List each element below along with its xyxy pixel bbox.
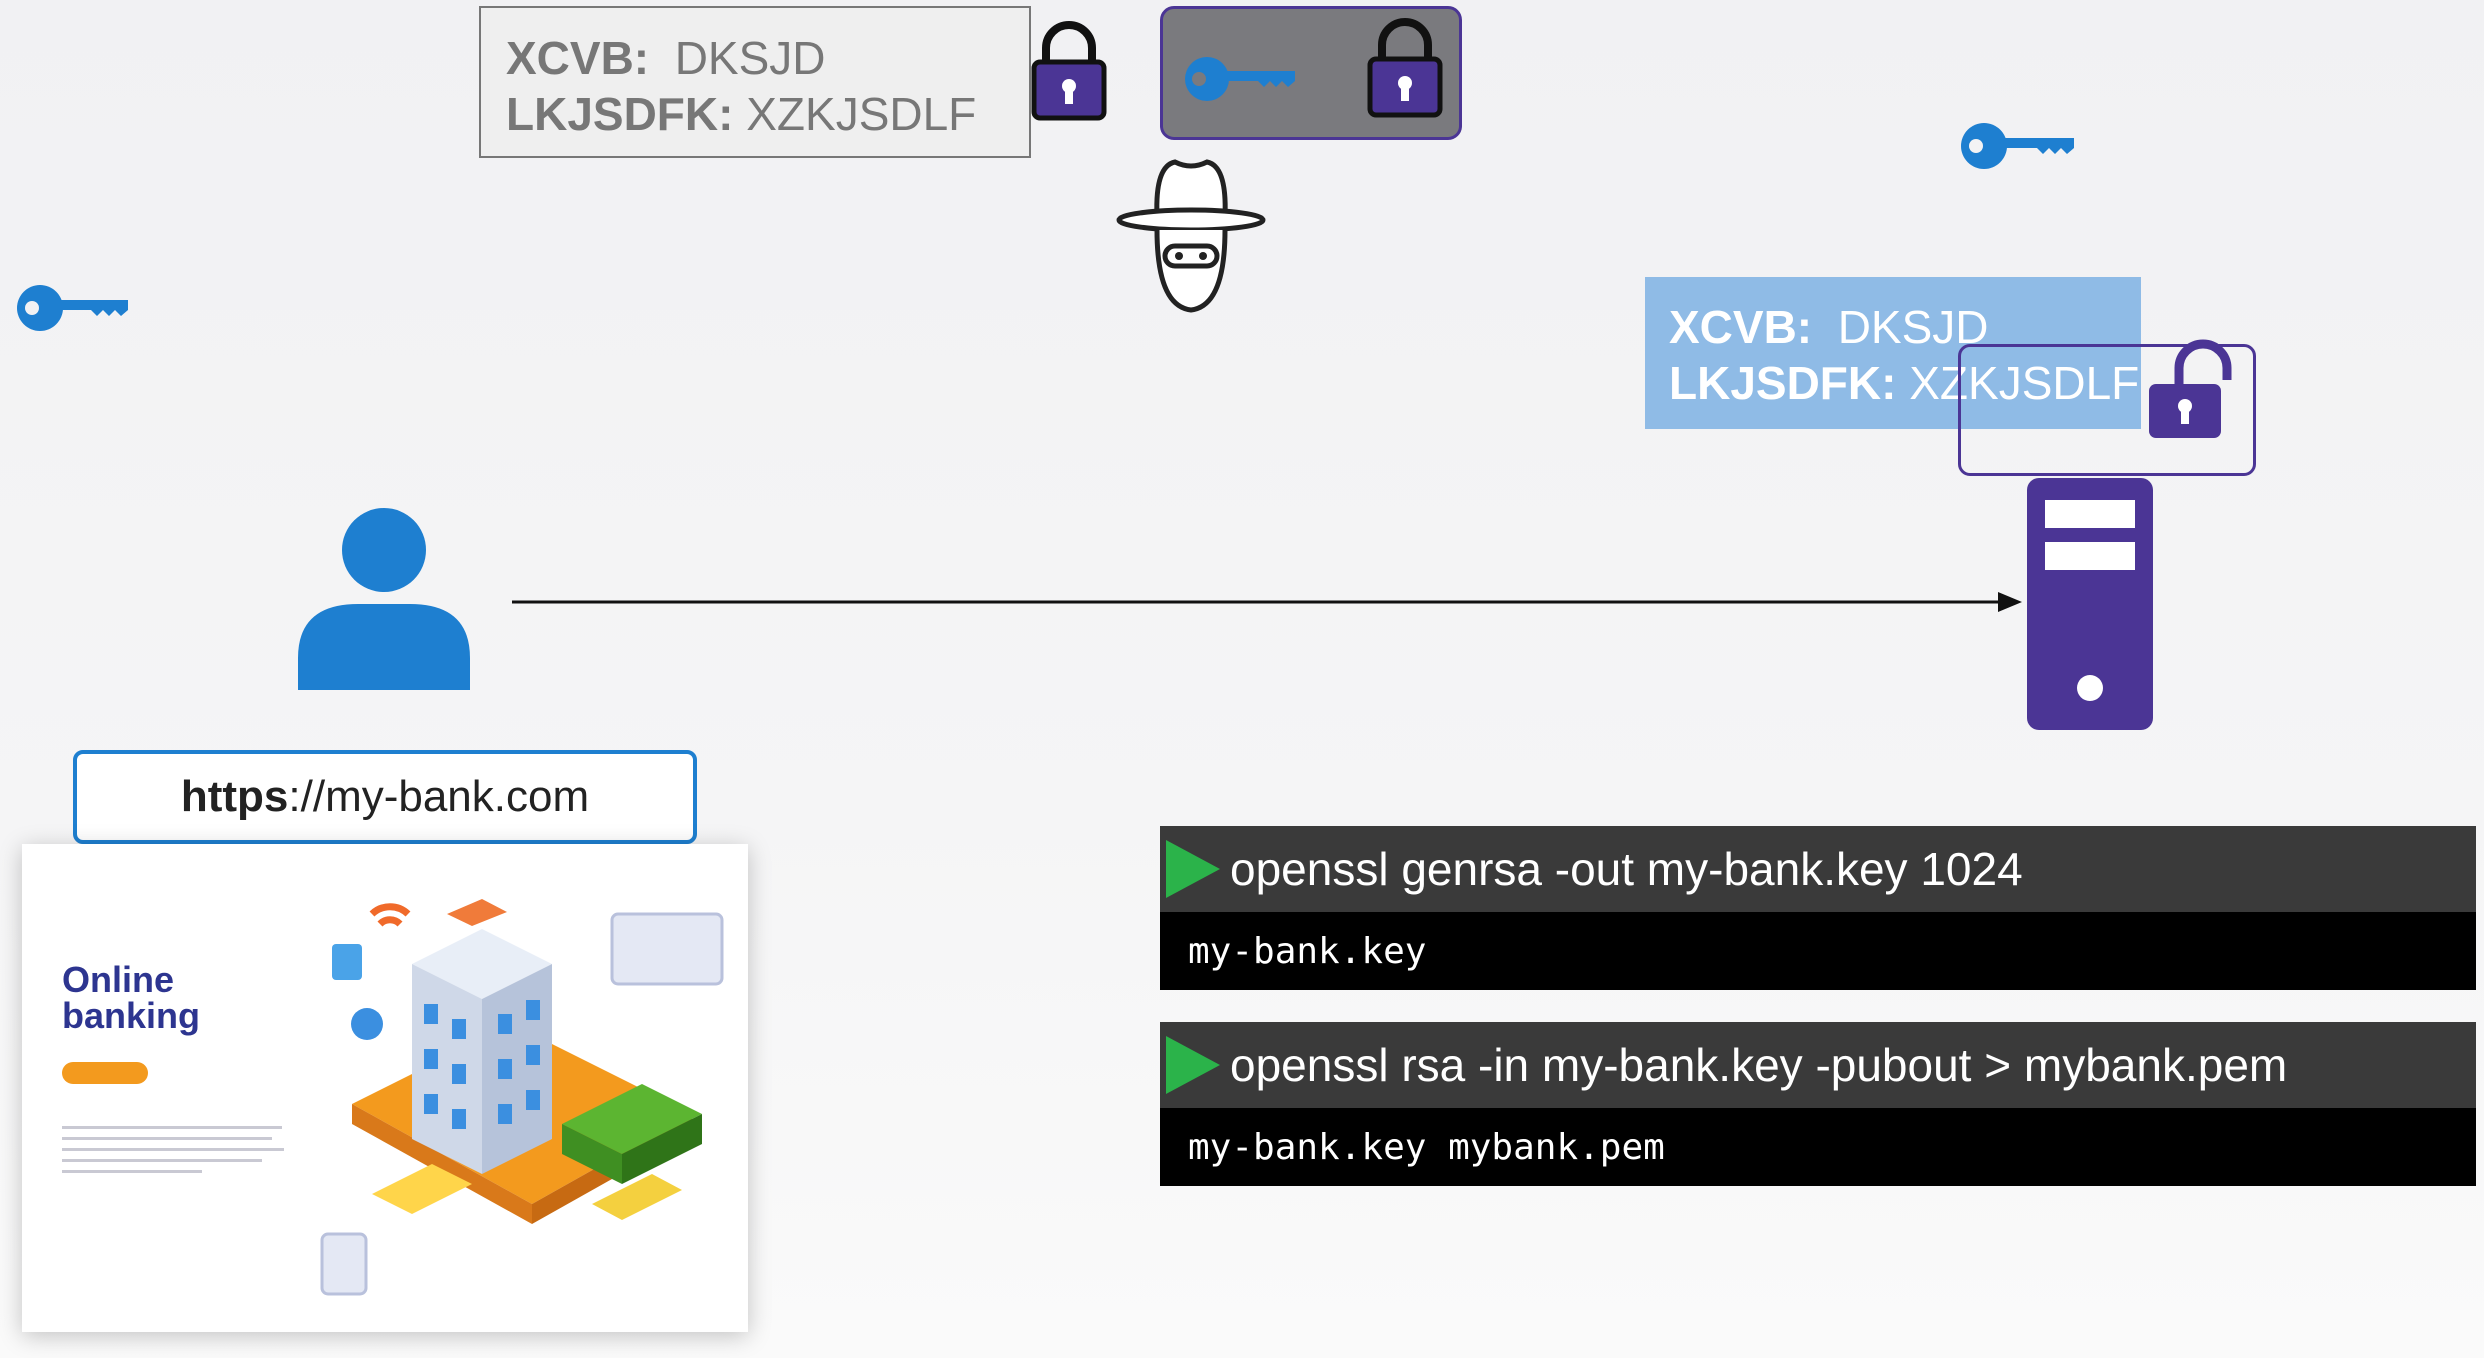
banking-illustration <box>312 874 732 1314</box>
padlock-icon <box>1366 15 1444 119</box>
terminal-command: openssl rsa -in my-bank.key -pubout > my… <box>1230 1038 2287 1092</box>
url-host: ://my-bank.com <box>288 772 589 822</box>
terminal-output: my-bank.key <box>1160 912 2476 990</box>
request-arrow <box>512 590 2022 614</box>
site-cta-button[interactable] <box>62 1062 148 1084</box>
key-icon <box>16 280 131 336</box>
website-preview: Online banking <box>22 844 748 1332</box>
encrypted-key-bundle <box>1160 6 1462 140</box>
padlock-icon <box>1030 18 1108 122</box>
terminal-command: openssl genrsa -out my-bank.key 1024 <box>1230 842 2023 896</box>
message-line-1: XCVB: DKSJD <box>506 30 1029 86</box>
message-line-2: LKJSDFK: XZKJSDLF <box>506 86 1029 142</box>
site-body-text <box>62 1126 287 1173</box>
play-icon <box>1166 1036 1220 1094</box>
url-scheme: https <box>181 772 289 822</box>
open-padlock-icon <box>2143 340 2255 444</box>
terminal-output: my-bank.key mybank.pem <box>1160 1108 2476 1186</box>
site-title: Online banking <box>62 962 200 1034</box>
plain-message-box: XCVB: DKSJD LKJSDFK: XZKJSDLF <box>479 6 1031 158</box>
browser-address-bar[interactable]: https://my-bank.com <box>73 750 697 844</box>
terminal-command-row: openssl rsa -in my-bank.key -pubout > my… <box>1160 1022 2476 1108</box>
key-icon <box>1960 118 2078 174</box>
user-icon <box>298 508 470 690</box>
terminal-block-genrsa: openssl genrsa -out my-bank.key 1024 my-… <box>1160 826 2476 990</box>
play-icon <box>1166 840 1220 898</box>
key-icon <box>1183 51 1298 107</box>
terminal-command-row: openssl genrsa -out my-bank.key 1024 <box>1160 826 2476 912</box>
hacker-icon <box>1115 156 1267 316</box>
server-icon <box>2027 478 2153 730</box>
terminal-block-pubout: openssl rsa -in my-bank.key -pubout > my… <box>1160 1022 2476 1186</box>
